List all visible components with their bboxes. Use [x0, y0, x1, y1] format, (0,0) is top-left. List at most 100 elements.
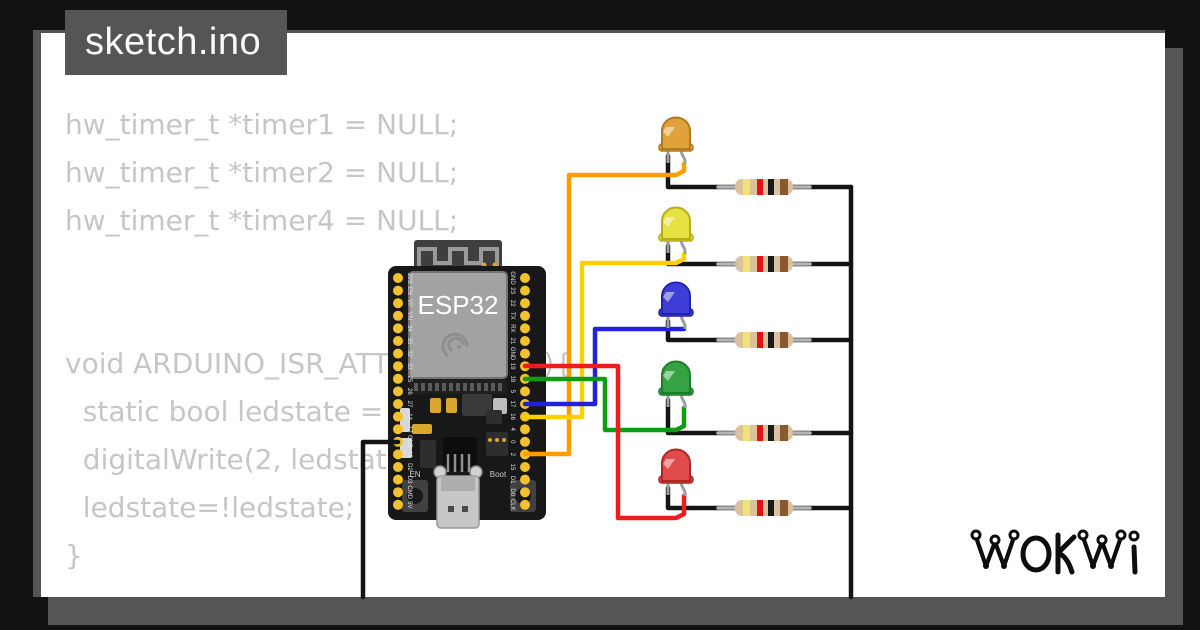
smd-component	[462, 394, 492, 416]
pin-3V3[interactable]	[393, 273, 403, 283]
code-line: hw_timer_t *timer2 = NULL;	[65, 156, 459, 189]
pin-label: 15	[509, 464, 515, 471]
pin-label: 33	[406, 363, 412, 370]
pin-label: VN	[406, 312, 412, 320]
pin-5V[interactable]	[393, 499, 403, 510]
pin-GND[interactable]	[520, 273, 530, 283]
led-yellow[interactable]	[658, 206, 694, 255]
pin-label: 5V	[406, 501, 412, 508]
smd-component	[420, 440, 436, 468]
led-dome	[661, 281, 691, 315]
pin-CMD[interactable]	[393, 487, 403, 498]
pin-label: CMD	[406, 485, 412, 499]
resistor-band	[768, 179, 774, 195]
logo-node-dots	[983, 563, 1114, 569]
led-highlight	[663, 127, 675, 137]
diagram-canvas	[33, 30, 1165, 597]
smd-component	[446, 398, 457, 413]
wire-pin19-red[interactable]	[522, 363, 687, 521]
pin-label: 32	[406, 350, 412, 357]
pin-D0[interactable]	[520, 487, 530, 498]
resistor-band	[780, 500, 788, 516]
pin-22[interactable]	[520, 298, 530, 309]
resistor-band	[780, 425, 788, 441]
resistor-5[interactable]	[716, 500, 812, 516]
pin-label: 21	[509, 338, 515, 345]
pin-21[interactable]	[520, 336, 530, 346]
pin-VP[interactable]	[393, 298, 403, 309]
pin-label: GND	[509, 271, 515, 285]
pin-D2[interactable]	[393, 462, 403, 472]
pin-label: 13	[406, 451, 412, 458]
resistor-2[interactable]	[716, 256, 812, 272]
resistor-band	[757, 425, 763, 441]
resistor-band	[757, 500, 763, 516]
wire-pin17-blue[interactable]	[522, 326, 687, 407]
code-block-globals: hw_timer_t *timer1 = NULL;hw_timer_t *ti…	[65, 101, 458, 245]
pin-23[interactable]	[520, 285, 530, 296]
pin-26[interactable]	[393, 386, 403, 397]
resistor-band	[743, 332, 750, 348]
pin-13[interactable]	[393, 449, 403, 460]
pin-D1[interactable]	[520, 474, 530, 485]
code-line: hw_timer_t *timer4 = NULL;	[65, 204, 459, 237]
pin-RX[interactable]	[520, 323, 530, 334]
resistor-band	[768, 500, 774, 516]
pin-0[interactable]	[520, 436, 530, 447]
smd-component	[412, 424, 432, 434]
espressif-swirl-icon	[441, 332, 469, 358]
pin-25[interactable]	[393, 373, 403, 384]
card-shadow-right	[1165, 48, 1183, 597]
pin-14[interactable]	[393, 411, 403, 422]
pin-GND[interactable]	[520, 348, 530, 359]
wire-pin16-yellow[interactable]	[522, 251, 687, 420]
pin-4[interactable]	[520, 424, 530, 435]
wire-gnd-left[interactable]	[360, 439, 401, 600]
pin-35[interactable]	[393, 336, 403, 346]
pin-label: 34	[406, 325, 412, 332]
pin-5[interactable]	[520, 386, 530, 397]
pin-label: 22	[509, 300, 515, 307]
pin-CLK[interactable]	[520, 499, 530, 510]
pin-label: VP	[406, 299, 412, 307]
pin-33[interactable]	[393, 361, 403, 372]
pin-label: 5	[509, 390, 515, 394]
pin-EN[interactable]	[393, 285, 403, 296]
smd-component	[430, 398, 441, 413]
pin-label: 27	[406, 401, 412, 408]
pin-TX[interactable]	[520, 310, 530, 321]
logo-letter-o	[1020, 535, 1052, 573]
pin-12[interactable]	[393, 424, 403, 435]
pin-label: 3V3	[406, 273, 412, 284]
resistor-band	[743, 256, 750, 272]
pin-label: 35	[406, 338, 412, 345]
pin-32[interactable]	[393, 348, 403, 359]
led-green[interactable]	[658, 360, 694, 409]
wire-pin18-green[interactable]	[522, 376, 687, 433]
resistor-3[interactable]	[716, 332, 812, 348]
pin-label: 0	[509, 440, 515, 444]
card-shadow-bottom	[48, 597, 1183, 625]
pin-label: GND	[509, 347, 515, 361]
resistor-4[interactable]	[716, 425, 812, 441]
led-red[interactable]	[658, 448, 694, 497]
led-blue[interactable]	[658, 281, 694, 330]
resistor-band	[780, 332, 788, 348]
led-orange[interactable]	[658, 116, 694, 165]
resistor-1[interactable]	[716, 179, 812, 195]
pin-VN[interactable]	[393, 310, 403, 321]
resistor-band	[780, 256, 788, 272]
smd-component	[486, 432, 508, 456]
pin-D3[interactable]	[393, 474, 403, 485]
led-dome	[661, 448, 691, 482]
code-line: }	[65, 539, 83, 572]
pin-label: 2	[509, 453, 515, 457]
pin-27[interactable]	[393, 399, 403, 409]
pin-15[interactable]	[520, 462, 530, 472]
resistor-band	[757, 179, 763, 195]
pin-label: 16	[509, 413, 515, 420]
wire-pin2-orange[interactable]	[522, 161, 687, 457]
pin-34[interactable]	[393, 323, 403, 334]
